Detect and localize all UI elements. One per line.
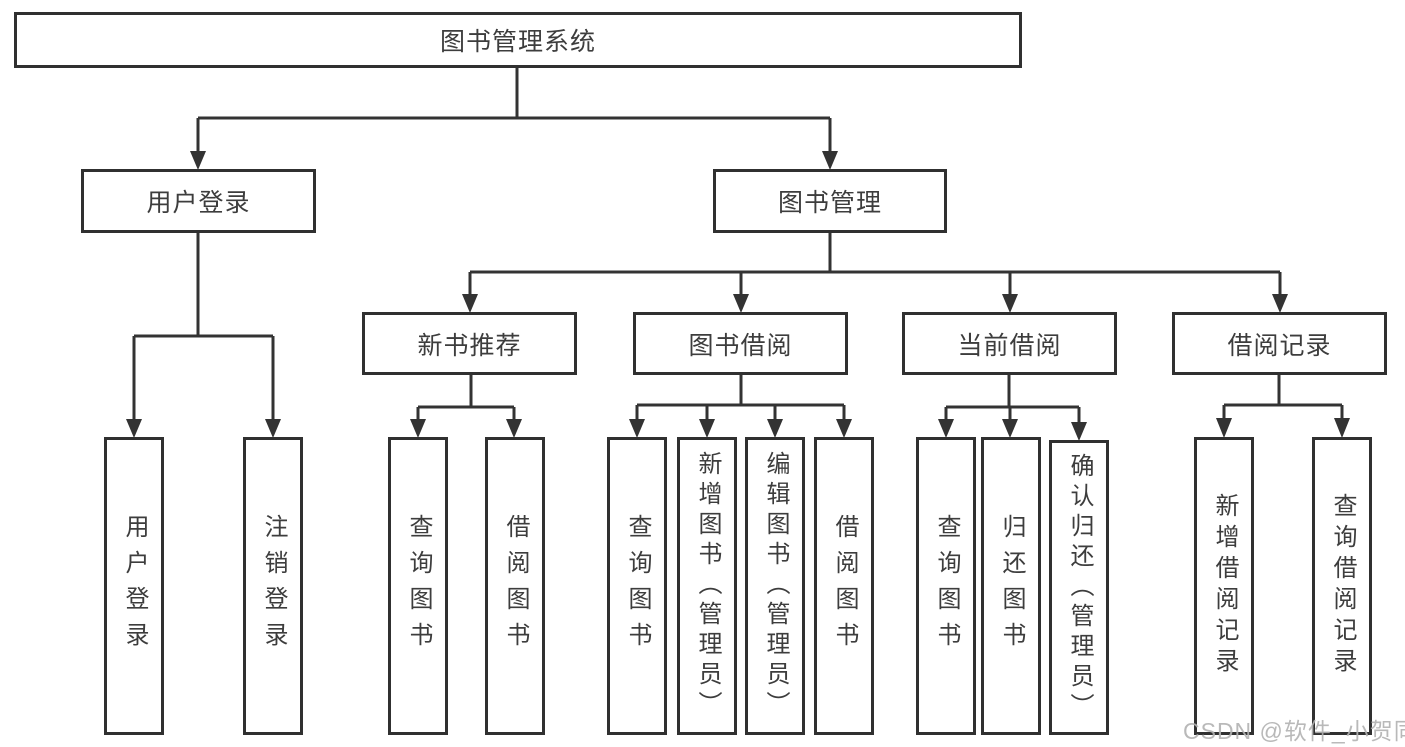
leaf-borrow-books-label: 借阅图书 [831,514,858,658]
leaf-query-books-borrow: 查询图书 [607,437,667,735]
node-book-management-label: 图书管理 [777,189,882,217]
leaf-user-login: 用户登录 [104,437,164,735]
node-borrow-records: 借阅记录 [1172,312,1387,375]
leaf-return-books-label: 归还图书 [998,514,1025,658]
node-book-borrow-label: 图书借阅 [688,331,793,360]
leaf-query-books-borrow-label: 查询图书 [624,514,651,658]
node-new-book-recommend-label: 新书推荐 [417,331,522,360]
node-current-borrow-label: 当前借阅 [957,331,1062,360]
leaf-add-books-admin: 新增图书（管理员） [677,437,737,735]
node-new-book-recommend: 新书推荐 [362,312,577,375]
leaf-query-borrow-record: 查询借阅记录 [1312,437,1372,735]
leaf-edit-books-admin-label: 编辑图书（管理员） [762,451,789,721]
node-borrow-records-label: 借阅记录 [1227,331,1332,360]
leaf-logout: 注销登录 [243,437,303,735]
leaf-confirm-return-admin-label: 确认归还（管理员） [1066,452,1093,723]
node-user-login-label: 用户登录 [146,189,251,217]
leaf-borrow-books: 借阅图书 [814,437,874,735]
node-root-system: 图书管理系统 [14,12,1022,68]
node-book-borrow: 图书借阅 [633,312,848,375]
node-user-login: 用户登录 [81,169,316,233]
node-root-label: 图书管理系统 [439,28,596,56]
leaf-query-books-recommend-label: 查询图书 [405,514,432,658]
leaf-add-borrow-record: 新增借阅记录 [1194,437,1254,735]
leaf-query-borrow-record-label: 查询借阅记录 [1329,493,1356,679]
leaf-logout-label: 注销登录 [260,514,287,658]
node-book-management: 图书管理 [713,169,947,233]
node-current-borrow: 当前借阅 [902,312,1117,375]
leaf-query-books-recommend: 查询图书 [388,437,448,735]
leaf-query-books-current-label: 查询图书 [933,514,960,658]
leaf-query-books-current: 查询图书 [916,437,976,735]
leaf-borrow-books-recommend: 借阅图书 [485,437,545,735]
leaf-confirm-return-admin: 确认归还（管理员） [1049,440,1109,735]
leaf-borrow-books-recommend-label: 借阅图书 [502,514,529,658]
leaf-add-books-admin-label: 新增图书（管理员） [694,451,721,721]
leaf-add-borrow-record-label: 新增借阅记录 [1211,493,1238,679]
leaf-user-login-label: 用户登录 [121,514,148,658]
leaf-return-books: 归还图书 [981,437,1041,735]
leaf-edit-books-admin: 编辑图书（管理员） [745,437,805,735]
